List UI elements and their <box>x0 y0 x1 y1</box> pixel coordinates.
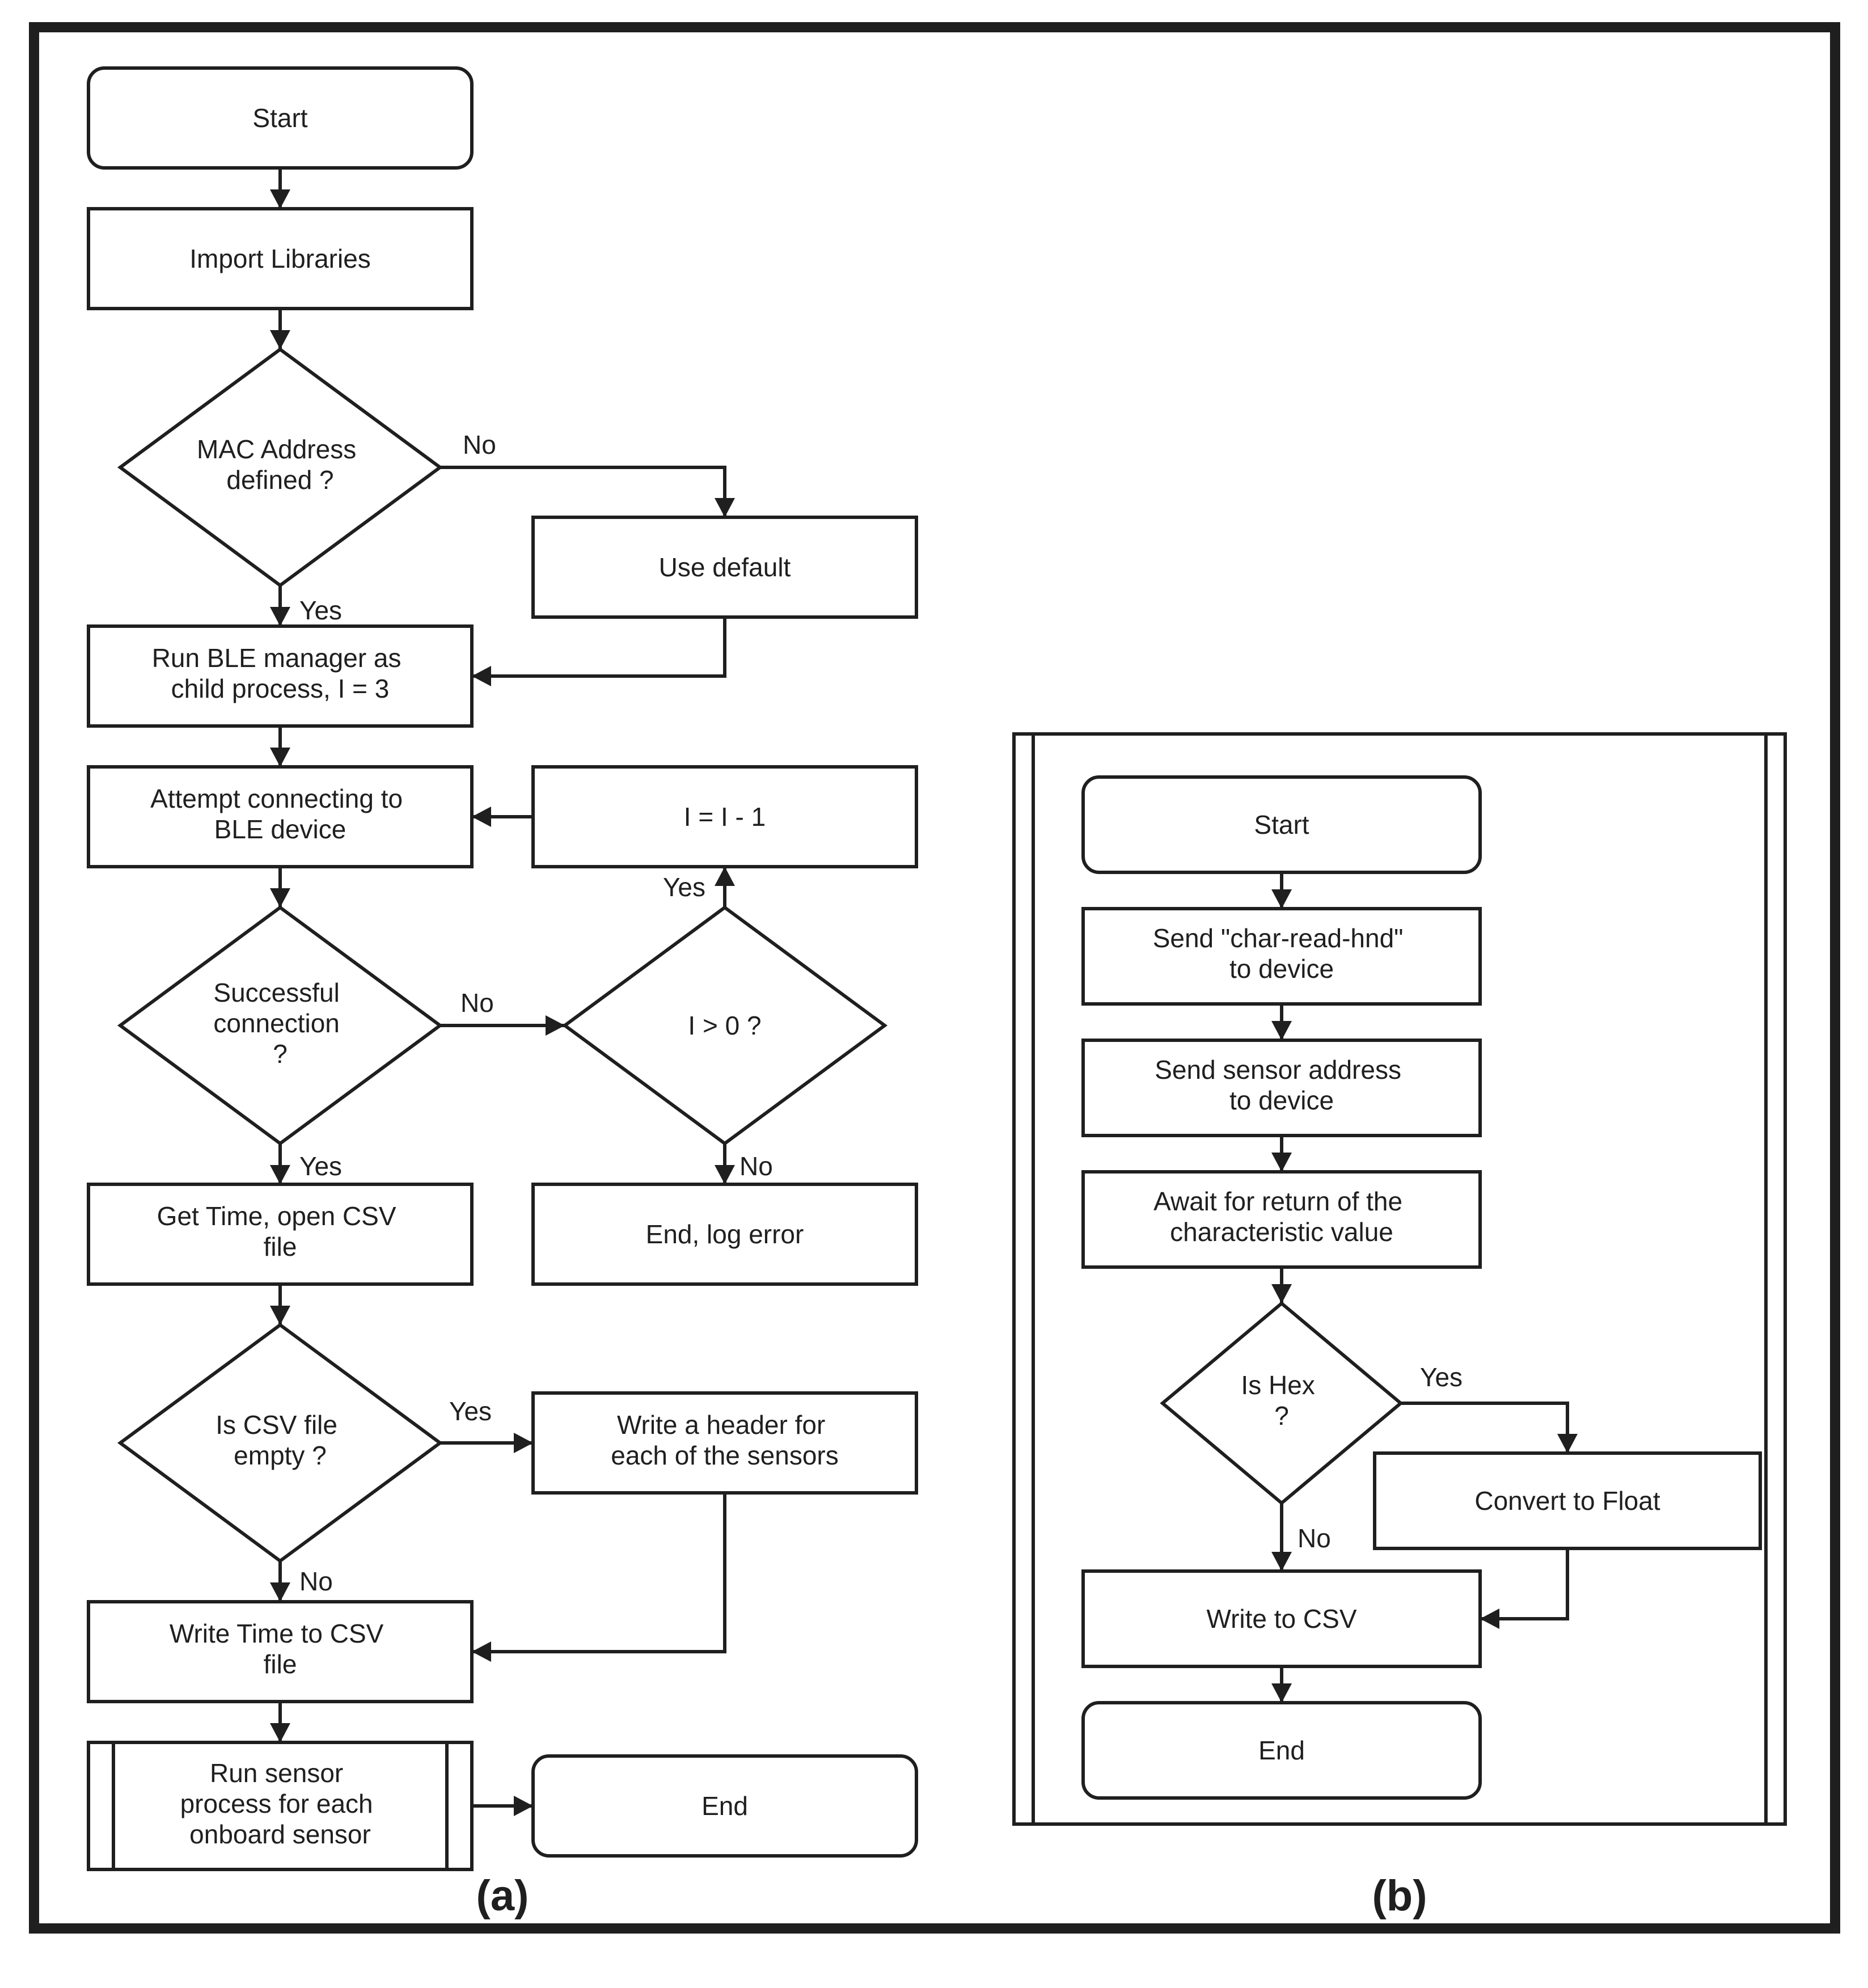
node-a-gettime-label: Get Time, open CSV file <box>157 1201 404 1261</box>
process-shape <box>87 624 474 728</box>
process-shape <box>1081 1039 1482 1137</box>
node-a-end-log-error: End, log error <box>531 1183 918 1286</box>
edge-mac-no-to-usedefault <box>440 466 735 517</box>
node-a-get-time: Get Time, open CSV file <box>87 1183 474 1286</box>
node-a-igt0-label: I > 0 ? <box>688 1011 761 1040</box>
subprocess-container <box>1012 732 1787 1826</box>
figure-border <box>29 22 1840 1934</box>
process-shape <box>531 1391 918 1495</box>
node-b-convert-label: Convert to Float <box>1474 1486 1660 1516</box>
label-conn-yes: Yes <box>299 1151 342 1181</box>
node-b-end: End <box>1081 1701 1482 1800</box>
node-b-send-char-read: Send "char-read-hnd" to device <box>1081 907 1482 1006</box>
terminator-shape <box>531 1754 918 1858</box>
node-b-await-return: Await for return of the characteristic v… <box>1081 1170 1482 1269</box>
panel-b-caption: (b) <box>1372 1872 1427 1920</box>
node-a-usedefault-label: Use default <box>659 552 791 582</box>
decision-shape <box>561 905 888 1146</box>
node-a-csv-empty: Is CSV file empty ? <box>117 1323 443 1563</box>
node-a-endlog-label: End, log error <box>646 1219 804 1249</box>
label-igt0-yes: Yes <box>663 872 705 902</box>
process-shape <box>1081 1170 1482 1269</box>
process-shape <box>531 1183 918 1286</box>
node-b-sendchar-label: Send "char-read-hnd" to device <box>1153 923 1411 984</box>
node-a-start-label: Start <box>252 103 307 133</box>
node-a-write-time: Write Time to CSV file <box>87 1600 474 1703</box>
node-a-run-sensor: Run sensor process for each onboard sens… <box>87 1741 474 1871</box>
node-a-end: End <box>531 1754 918 1858</box>
node-b-convert-float: Convert to Float <box>1373 1451 1762 1550</box>
process-shape <box>1373 1451 1762 1550</box>
process-shape <box>87 1183 474 1286</box>
edge-writeheader-to-writetime <box>472 1493 726 1662</box>
node-b-is-hex: Is Hex ? <box>1160 1301 1404 1505</box>
edge-usedefault-to-runble <box>472 617 726 686</box>
node-a-end-label: End <box>701 1791 748 1821</box>
edge-hex-yes-to-convert <box>1401 1402 1578 1453</box>
node-a-csvempty-label: Is CSV file empty ? <box>215 1410 345 1470</box>
node-a-idec-label: I = I - 1 <box>684 802 766 832</box>
process-shape <box>87 765 474 868</box>
node-b-sendaddr-label: Send sensor address to device <box>1155 1055 1409 1115</box>
node-a-mac-label: MAC Address defined ? <box>197 434 364 495</box>
label-csv-no: No <box>299 1567 333 1596</box>
label-mac-no: No <box>463 430 496 459</box>
panel-a-caption: (a) <box>476 1872 529 1920</box>
node-a-writetime-label: Write Time to CSV file <box>170 1619 391 1679</box>
process-shape <box>1081 1569 1482 1668</box>
node-a-use-default: Use default <box>531 516 918 619</box>
decision-shape <box>1160 1301 1404 1505</box>
node-b-await-label: Await for return of the characteristic v… <box>1153 1187 1410 1247</box>
node-b-ishex-label: Is Hex ? <box>1241 1370 1322 1430</box>
predefined-process-shape <box>87 1741 474 1871</box>
label-conn-no: No <box>460 988 494 1018</box>
node-a-successful-label: Successful connection ? <box>213 978 346 1069</box>
node-b-start-label: Start <box>1254 810 1309 839</box>
node-a-runsensor-label: Run sensor process for each onboard sens… <box>180 1758 381 1849</box>
node-a-i-greater-zero: I > 0 ? <box>561 905 888 1146</box>
node-a-run-ble: Run BLE manager as child process, I = 3 <box>87 624 474 728</box>
node-b-writecsv-label: Write to CSV <box>1207 1604 1357 1634</box>
node-a-import-libraries: Import Libraries <box>87 207 474 310</box>
terminator-shape <box>1081 1701 1482 1800</box>
flowchart-panel-a: No Yes No Yes No Yes Yes No Start Import… <box>87 66 918 1920</box>
node-a-successful-connection: Successful connection ? <box>117 905 443 1146</box>
process-shape <box>87 1600 474 1703</box>
label-hex-yes: Yes <box>1420 1362 1463 1392</box>
node-a-start: Start <box>87 66 474 170</box>
decision-shape <box>117 905 443 1146</box>
process-shape <box>87 207 474 310</box>
process-shape <box>531 765 918 868</box>
decision-shape <box>117 347 443 588</box>
decision-shape <box>117 1323 443 1563</box>
node-a-write-header: Write a header for each of the sensors <box>531 1391 918 1495</box>
node-a-i-decrement: I = I - 1 <box>531 765 918 868</box>
node-a-attempt-connect: Attempt connecting to BLE device <box>87 765 474 868</box>
node-a-writeheader-label: Write a header for each of the sensors <box>611 1410 838 1470</box>
edge-convert-to-writecsv <box>1480 1548 1569 1629</box>
node-b-write-csv: Write to CSV <box>1081 1569 1482 1668</box>
label-csv-yes: Yes <box>449 1396 492 1426</box>
process-shape <box>1081 907 1482 1006</box>
node-b-send-sensor-addr: Send sensor address to device <box>1081 1039 1482 1137</box>
flowchart-panel-b: Yes No Start Send "char-read-hnd" to dev… <box>1012 732 1787 1920</box>
label-igt0-no: No <box>739 1151 773 1181</box>
node-a-import-label: Import Libraries <box>189 244 371 273</box>
node-b-start: Start <box>1081 775 1482 874</box>
terminator-shape <box>1081 775 1482 874</box>
node-a-runble-label: Run BLE manager as child process, I = 3 <box>152 643 409 703</box>
node-b-end-label: End <box>1258 1736 1305 1765</box>
label-mac-yes: Yes <box>299 596 342 625</box>
terminator-shape <box>87 66 474 170</box>
node-a-mac-defined: MAC Address defined ? <box>117 347 443 588</box>
node-a-attempt-label: Attempt connecting to BLE device <box>150 784 410 844</box>
label-hex-no: No <box>1298 1523 1331 1553</box>
process-shape <box>531 516 918 619</box>
